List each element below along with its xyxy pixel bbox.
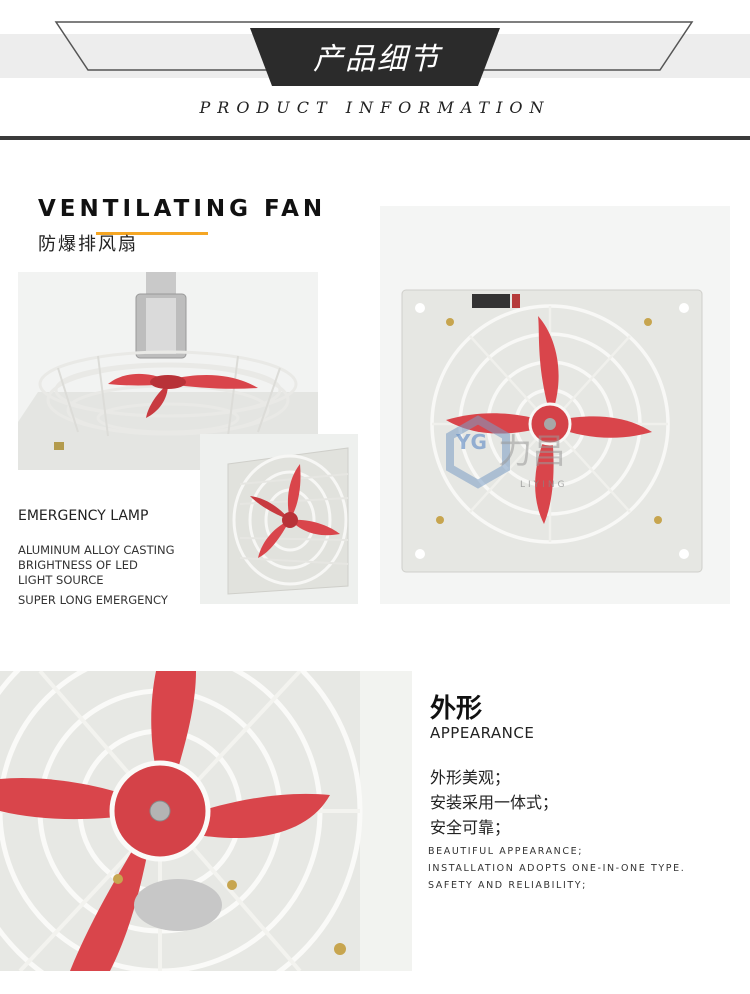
brand-watermark-icon: [446, 415, 510, 489]
fan-photo-front: [380, 206, 730, 604]
appearance-title-en: APPEARANCE: [430, 724, 535, 742]
fan-photo-closeup: [0, 671, 412, 971]
product-title-en: VENTILATING FAN: [38, 196, 327, 222]
header-subtitle: PRODUCT INFORMATION: [199, 98, 551, 117]
appearance-point-en: SAFETY AND RELIABILITY;: [428, 880, 587, 891]
title-accent-bar: [96, 232, 208, 235]
emergency-lamp-label: EMERGENCY LAMP: [18, 508, 149, 524]
header-frame: [54, 21, 694, 86]
appearance-title-cn: 外形: [430, 694, 483, 724]
appearance-point-cn: 安全可靠；: [430, 818, 511, 837]
appearance-point-en: INSTALLATION ADOPTS ONE-IN-ONE TYPE.: [428, 863, 686, 874]
watermark-logo-letters: YG: [456, 430, 487, 454]
feature-item: SUPER LONG EMERGENCY: [18, 593, 168, 607]
feature-item: BRIGHTNESS OF LED: [18, 558, 138, 572]
appearance-point-en: BEAUTIFUL APPEARANCE;: [428, 846, 584, 857]
feature-item: ALUMINUM ALLOY CASTING: [18, 543, 175, 557]
fan-photo-angled: [200, 434, 358, 604]
header-divider: [0, 136, 750, 140]
appearance-point-cn: 外形美观；: [430, 768, 511, 787]
watermark-brand-en: LIYING: [520, 480, 568, 490]
feature-item: LIGHT SOURCE: [18, 573, 104, 587]
appearance-point-cn: 安装采用一体式；: [430, 793, 559, 812]
product-title-cn: 防爆排风扇: [38, 234, 138, 255]
header-title: 产品细节: [313, 42, 441, 77]
watermark-brand-cn: 力昌: [498, 432, 566, 472]
